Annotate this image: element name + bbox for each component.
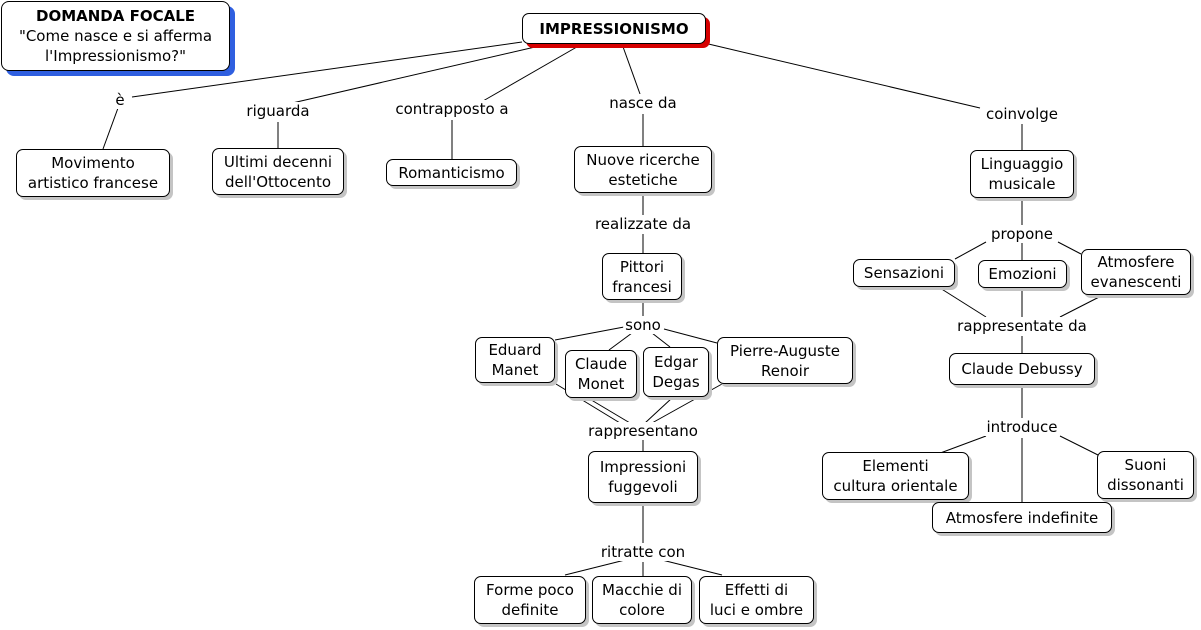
concept-label: musicale [988, 175, 1056, 193]
concept-label: Linguaggio [980, 155, 1064, 173]
link-label-rappresentano: rappresentano [586, 422, 700, 440]
concept-claude-debussy[interactable]: Claude Debussy [949, 353, 1095, 385]
concept-pittori-francesi[interactable]: Pittori francesi [602, 253, 682, 300]
concept-pierre-auguste-renoir[interactable]: Pierre-Auguste Renoir [717, 337, 853, 384]
concept-label: Monet [577, 375, 625, 393]
concept-label: Suoni [1124, 456, 1167, 474]
concept-atmosfere-evanescenti[interactable]: Atmosfere evanescenti [1081, 249, 1191, 295]
concept-ultimi-decenni[interactable]: Ultimi decenni dell'Ottocento [212, 148, 344, 195]
link-label-realizzate-da: realizzate da [592, 215, 694, 233]
concept-suoni-dissonanti[interactable]: Suoni dissonanti [1097, 451, 1194, 499]
concept-label: cultura orientale [833, 477, 958, 495]
concept-label: Nuove ricerche [586, 150, 700, 169]
link-label-riguarda: riguarda [244, 102, 312, 120]
concept-impressioni-fuggevoli[interactable]: Impressioni fuggevoli [588, 451, 698, 503]
concept-emozioni[interactable]: Emozioni [978, 260, 1067, 288]
concept-label: Claude [574, 355, 628, 373]
concept-romanticismo[interactable]: Romanticismo [386, 159, 517, 186]
concept-edgar-degas[interactable]: Edgar Degas [643, 347, 709, 397]
link-label-contrapposto-a: contrapposto a [393, 100, 511, 118]
concept-label: estetiche [608, 170, 678, 189]
concept-forme-poco-definite[interactable]: Forme poco definite [474, 576, 586, 624]
concept-label: Renoir [761, 361, 809, 380]
concept-label: fuggevoli [608, 478, 678, 496]
link-label-coinvolge: coinvolge [983, 105, 1061, 123]
focal-question-title: DOMANDA FOCALE [36, 7, 195, 25]
concept-label: Ultimi decenni [223, 152, 333, 171]
concept-label: definite [501, 601, 559, 619]
concept-label: Atmosfere indefinite [945, 508, 1099, 527]
concept-label: Sensazioni [863, 264, 945, 282]
concept-nuove-ricerche[interactable]: Nuove ricerche estetiche [574, 146, 712, 193]
concept-label: Pierre-Auguste [730, 341, 840, 360]
concept-label: francesi [612, 277, 672, 296]
concept-linguaggio-musicale[interactable]: Linguaggio musicale [970, 150, 1074, 198]
root-concept-impressionismo[interactable]: IMPRESSIONISMO [522, 13, 706, 44]
concept-label: Atmosfere [1097, 253, 1175, 271]
concept-effetti-di-luci[interactable]: Effetti di luci e ombre [699, 576, 814, 624]
concept-movimento-artistico[interactable]: Movimento artistico francese [16, 149, 170, 197]
concept-atmosfere-indefinite[interactable]: Atmosfere indefinite [932, 502, 1112, 533]
concept-label: Claude Debussy [961, 360, 1083, 378]
focal-question-line-2: l'Impressionismo?" [44, 47, 187, 65]
concept-label: Edgar [654, 353, 698, 371]
concept-sensazioni[interactable]: Sensazioni [853, 259, 955, 287]
concept-label: evanescenti [1090, 273, 1182, 291]
concept-label: colore [619, 601, 665, 619]
concept-elementi-cultura-orientale[interactable]: Elementi cultura orientale [822, 452, 969, 500]
concept-label: Effetti di [724, 581, 789, 599]
concept-label: Pittori [619, 257, 665, 276]
root-concept-label: IMPRESSIONISMO [539, 19, 689, 38]
focal-question-line-1: "Come nasce e si afferma [18, 27, 213, 45]
concept-label: Macchie di [602, 581, 682, 599]
concept-label: Impressioni [599, 458, 687, 476]
focal-question-box[interactable]: DOMANDA FOCALE "Come nasce e si afferma … [1, 1, 230, 71]
concept-label: Romanticismo [398, 163, 505, 182]
concept-label: Emozioni [988, 265, 1057, 283]
concept-label: artistico francese [27, 174, 159, 192]
concept-label: dell'Ottocento [225, 172, 331, 191]
concept-claude-monet[interactable]: Claude Monet [565, 350, 637, 398]
link-label-sono: sono [623, 316, 663, 334]
link-label-propone: propone [989, 225, 1055, 243]
concept-eduard-manet[interactable]: Eduard Manet [475, 337, 555, 383]
concept-label: Eduard [488, 341, 542, 359]
link-label-introduce: introduce [984, 418, 1060, 436]
link-label-rappresentate-da: rappresentate da [955, 317, 1089, 335]
concept-label: dissonanti [1107, 476, 1184, 494]
concept-label: Degas [652, 373, 700, 391]
concept-label: Elementi [862, 457, 929, 475]
concept-macchie-di-colore[interactable]: Macchie di colore [592, 576, 692, 624]
concept-label: Movimento [51, 154, 135, 172]
concept-label: Manet [491, 361, 539, 379]
concept-label: Forme poco [486, 581, 574, 599]
link-label-ritratte-con: ritratte con [598, 543, 688, 561]
concept-label: luci e ombre [709, 601, 804, 619]
link-label-nasce-da: nasce da [607, 94, 679, 112]
link-label-e: è [113, 91, 127, 109]
